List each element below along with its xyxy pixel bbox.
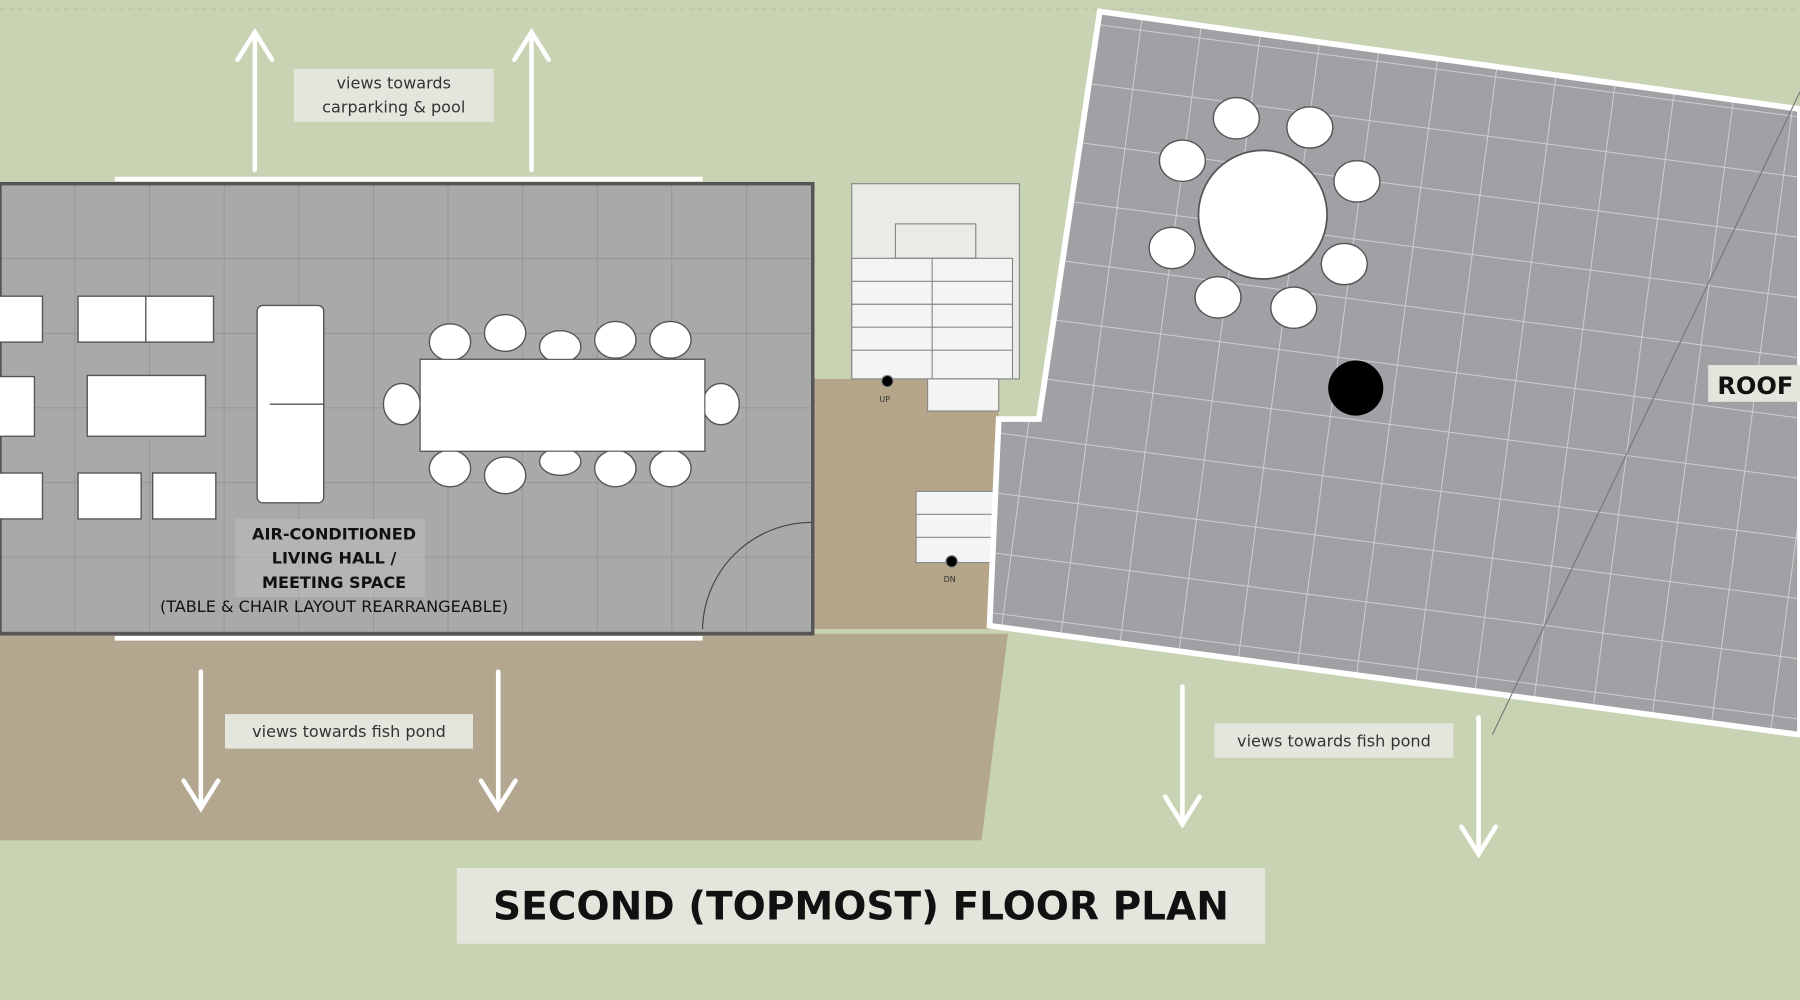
view-north-line1: views towards <box>337 73 451 92</box>
plan-title: SECOND (TOPMOST) FLOOR PLAN <box>493 885 1229 930</box>
hall-label-line2: LIVING HALL / <box>272 549 397 568</box>
hall-label-note: (TABLE & CHAIR LAYOUT REARRANGEABLE) <box>160 597 508 616</box>
hall-label-line3: MEETING SPACE <box>262 573 406 592</box>
view-arrows <box>181 27 1499 859</box>
round-table-chairs <box>1148 96 1381 330</box>
hall-label-line1: AIR-CONDITIONED <box>252 525 416 544</box>
stair-down-label: DN <box>944 575 956 584</box>
roof-deck: ROOF I <box>986 8 1800 738</box>
staircase <box>851 183 1020 568</box>
gravel-strip <box>0 633 1008 841</box>
roof-marker <box>1328 360 1384 416</box>
roof-label: ROOF I <box>1717 372 1800 400</box>
view-south-right: views towards fish pond <box>1237 731 1431 750</box>
living-hall <box>0 176 815 641</box>
view-south-left: views towards fish pond <box>252 722 446 741</box>
stair-up-label: UP <box>879 395 890 404</box>
view-north-line2: carparking & pool <box>322 98 465 117</box>
